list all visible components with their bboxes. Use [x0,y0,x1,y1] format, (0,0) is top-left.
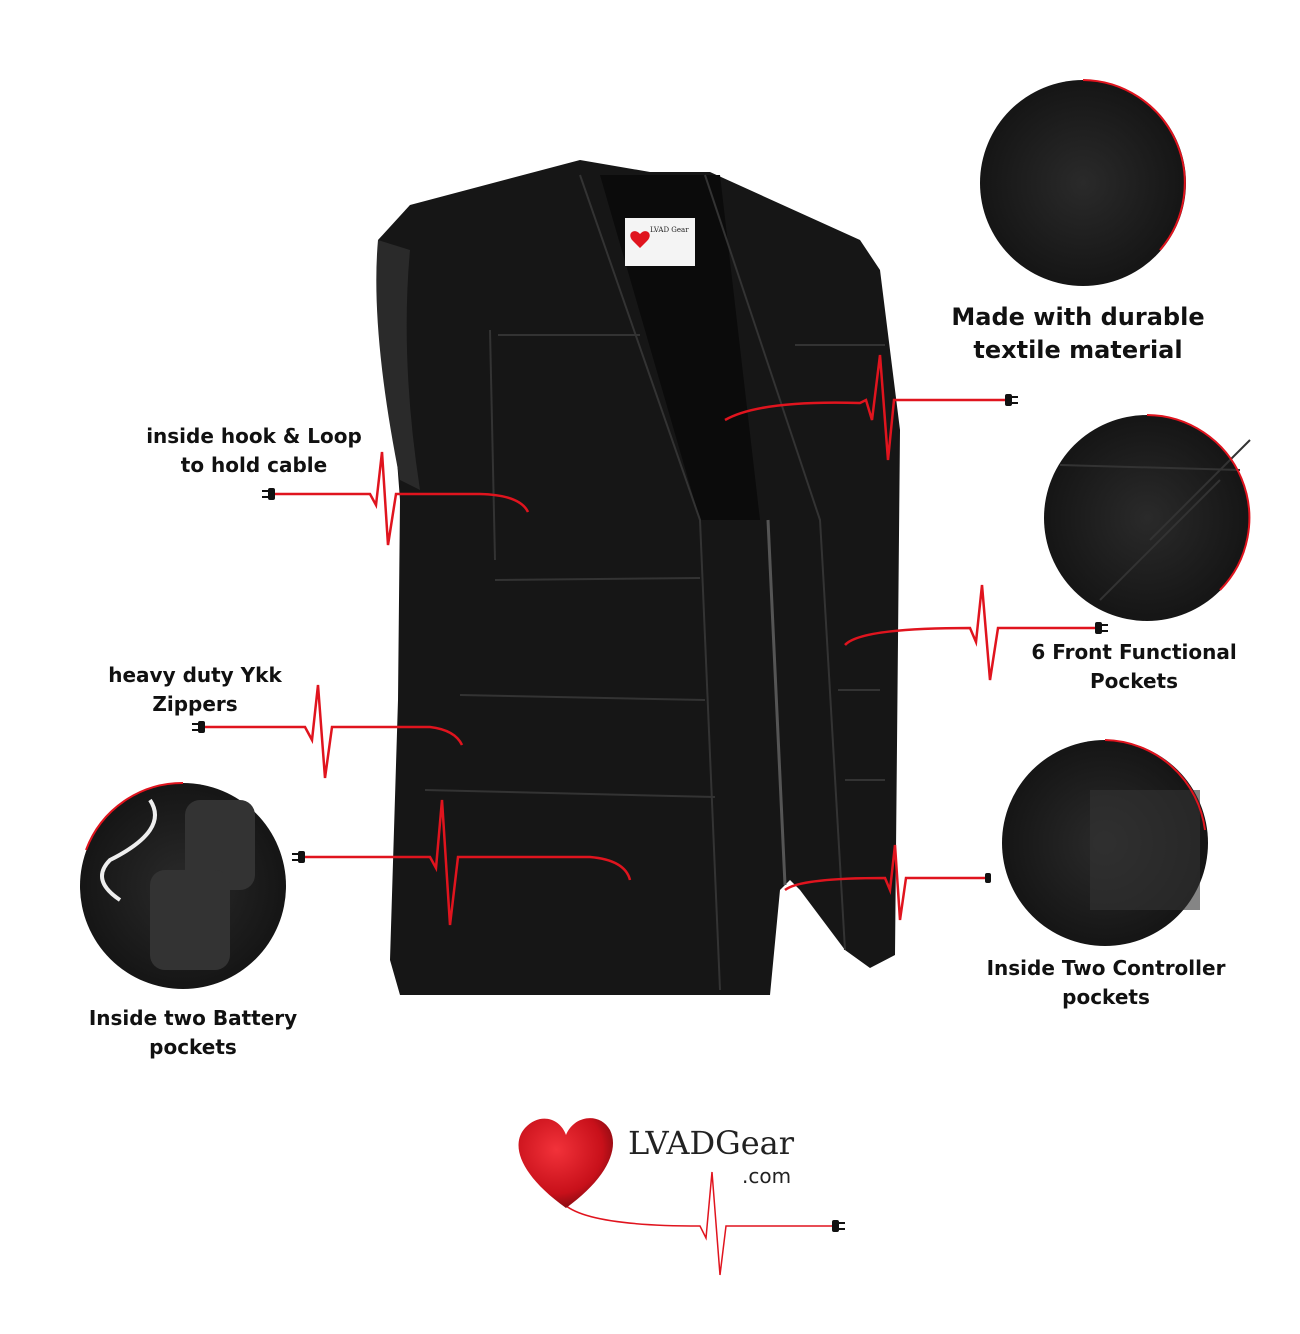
callout-lines [205,354,1095,1276]
heart-icon [518,1118,614,1208]
feature-line: Inside two Battery [88,1006,298,1030]
feature-front-pockets-label: 6 Front Functional Pockets [1031,638,1236,696]
feature-line: textile material [973,336,1183,364]
feature-hook-loop-label: inside hook & Loop to hold cable [146,422,362,480]
feature-line: to hold cable [180,453,328,477]
feature-controller-label: Inside Two Controller pockets [987,954,1226,1012]
feature-line: pockets [149,1035,237,1059]
vest-tag-label: LVAD Gear [650,226,689,234]
feature-line: heavy duty Ykk [108,663,282,687]
feature-zippers-label: heavy duty Ykk Zippers [108,661,282,719]
controller-detail-circle [1002,739,1208,946]
feature-line: 6 Front Functional [1031,640,1237,664]
feature-textile-label: Made with durable textile material [951,301,1204,367]
vest [376,160,900,995]
logo-suffix: .com [742,1164,792,1188]
feature-line: Zippers [152,692,238,716]
front-pockets-detail-circle [1044,414,1251,621]
feature-line: Made with durable [951,303,1205,331]
battery-detail-circle [80,781,286,989]
feature-line: inside hook & Loop [146,424,362,448]
feature-battery-label: Inside two Battery pockets [89,1004,297,1062]
textile-detail-circle [980,79,1186,286]
plug-icon [192,394,1108,1232]
feature-line: pockets [1062,985,1150,1009]
feature-line: Pockets [1089,669,1179,693]
feature-line: Inside Two Controller [986,956,1226,980]
logo-name: LVADGear [628,1124,795,1162]
